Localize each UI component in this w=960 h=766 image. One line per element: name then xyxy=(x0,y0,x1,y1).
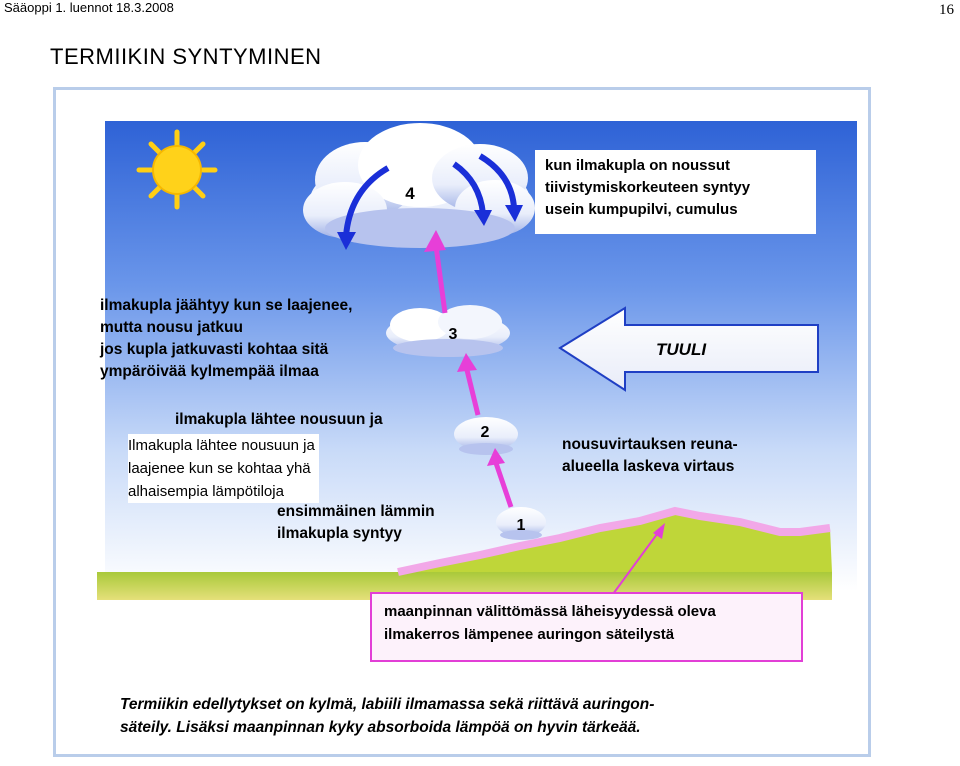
ground-heating-note: maanpinnan välittömässä läheisyydessä ol… xyxy=(370,592,803,662)
cooling-note-line: mutta nousu jatkuu xyxy=(100,319,243,336)
first-bubble-note: ensimmäinen lämmin ilmakupla syntyy xyxy=(277,503,435,542)
cloud-note-line: tiivistymiskorkeuteen syntyy xyxy=(545,179,751,196)
first-bubble-line: ilmakupla syntyy xyxy=(277,525,402,542)
ground-note-line: ilmakerros lämpenee auringon säteilystä xyxy=(384,626,675,643)
wind-label: TUULI xyxy=(656,340,707,359)
stage-1-label: 1 xyxy=(517,517,526,534)
cooling-note-line: jos kupla jatkuvasti kohtaa sitä xyxy=(99,341,329,358)
rising-bubble xyxy=(454,417,518,455)
rise-note-line: alhaisempia lämpötiloja xyxy=(128,483,284,500)
edge-note-line: alueella laskeva virtaus xyxy=(562,458,734,475)
cloud-note-line: usein kumpupilvi, cumulus xyxy=(545,201,738,218)
cumulus-cloud xyxy=(303,123,535,248)
rise-note-line: Ilmakupla lähtee nousuun ja xyxy=(128,437,315,454)
first-warm-bubble xyxy=(496,507,546,540)
stage-2-label: 2 xyxy=(481,424,490,441)
stage-3-label: 3 xyxy=(449,326,458,343)
cloud-formation-note: kun ilmakupla on noussut tiivistymiskork… xyxy=(535,150,816,234)
rise-expansion-note: Ilmakupla lähtee nousuun ja laajenee kun… xyxy=(128,434,319,503)
first-bubble-line: ensimmäinen lämmin xyxy=(277,503,435,520)
footer-line: säteily. Lisäksi maanpinnan kyky absorbo… xyxy=(120,719,641,736)
page-title: TERMIIKIN SYNTYMINEN xyxy=(50,44,322,69)
sun-icon xyxy=(136,129,218,210)
cooling-note-line: ilmakupla jäähtyy kun se laajenee, xyxy=(100,297,352,314)
forming-cloud xyxy=(386,305,510,357)
header-course-date: Sääoppi 1. luennot 18.3.2008 xyxy=(4,0,174,15)
rising-airflow-arrows xyxy=(433,245,514,508)
hill-terrain xyxy=(398,511,832,572)
thermal-conditions-footer: Termiikin edellytykset on kylmä, labiili… xyxy=(120,693,654,739)
cooling-note-line: ympäröivää kylmempää ilmaa xyxy=(100,363,319,380)
rise-note-bold: ilmakupla lähtee nousuun ja xyxy=(175,411,383,428)
page-number: 16 xyxy=(939,2,954,18)
cloud-note-line: kun ilmakupla on noussut xyxy=(545,157,731,174)
edge-note-line: nousuvirtauksen reuna- xyxy=(562,436,738,453)
ground-note-line: maanpinnan välittömässä läheisyydessä ol… xyxy=(384,603,716,620)
cooling-note: ilmakupla jäähtyy kun se laajenee, mutta… xyxy=(99,297,352,380)
downdraft-edge-note: nousuvirtauksen reuna- alueella laskeva … xyxy=(562,436,738,475)
footer-line: Termiikin edellytykset on kylmä, labiili… xyxy=(120,696,655,713)
descending-airflow-arrows xyxy=(343,153,517,237)
warm-air-layer xyxy=(397,506,831,576)
wind-arrow xyxy=(558,306,819,392)
stage-4-label: 4 xyxy=(405,184,415,203)
rise-note-line: laajenee kun se kohtaa yhä xyxy=(128,460,311,477)
